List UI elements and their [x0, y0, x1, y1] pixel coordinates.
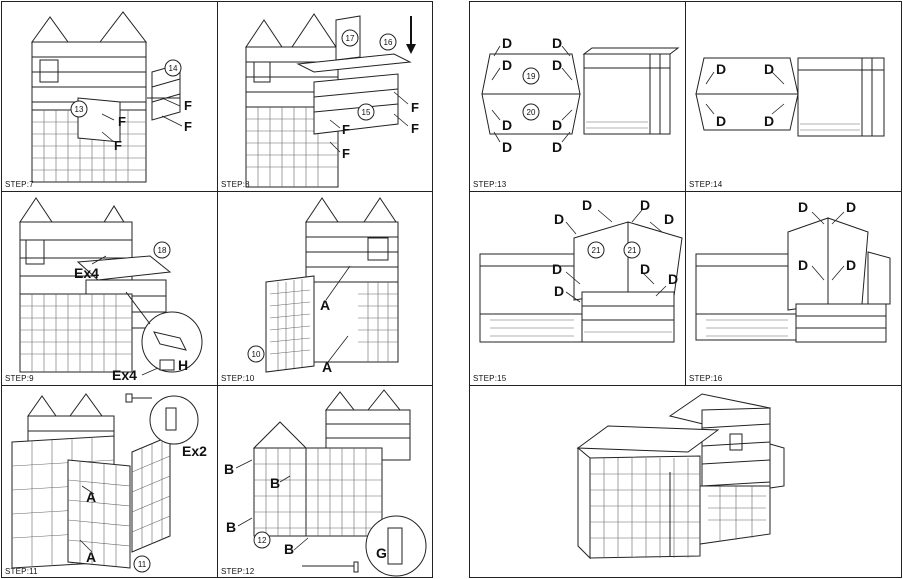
- fastener-label-b: B: [226, 519, 236, 535]
- fastener-label-a: A: [86, 549, 96, 565]
- step-label: STEP:9: [5, 374, 34, 383]
- fastener-label-d: D: [502, 35, 512, 51]
- fastener-label-d: D: [502, 57, 512, 73]
- part-number-12: 12: [258, 536, 267, 545]
- part-number-15: 15: [362, 108, 371, 117]
- step-label: STEP:13: [473, 180, 507, 189]
- step-7-illustration: 14 13 F F F F: [31, 11, 192, 183]
- fastener-label-f: F: [184, 119, 192, 134]
- step-15-panel: 21 21 D D D D D D D D STEP:15: [470, 192, 685, 385]
- step-label: STEP:8: [221, 180, 250, 189]
- fastener-label-d: D: [582, 197, 592, 213]
- step-9-panel: 18 Ex4 Ex4 H STEP:9: [2, 192, 217, 385]
- fastener-label-f: F: [118, 114, 126, 129]
- fastener-label-f: F: [411, 121, 419, 136]
- part-number-10: 10: [252, 350, 261, 359]
- left-sheet-row-divider-2: [2, 385, 432, 386]
- step-10-panel: 10 A A STEP:10: [218, 192, 433, 385]
- fastener-label-d: D: [846, 199, 856, 215]
- fastener-label-b: B: [270, 475, 280, 491]
- step-13-panel: 19 20 D D D D D D D D STEP:13: [470, 2, 685, 191]
- fastener-label-d: D: [552, 117, 562, 133]
- fastener-label-f: F: [411, 100, 419, 115]
- fastener-label-a: A: [320, 297, 330, 313]
- step-11-illustration: 11 A A Ex2: [11, 393, 207, 573]
- part-number-11: 11: [138, 560, 147, 569]
- step-label: STEP:16: [689, 374, 723, 383]
- fastener-label-d: D: [664, 211, 674, 227]
- fastener-label-d: D: [502, 139, 512, 155]
- step-8-illustration: 17 16 15 F F F F: [245, 13, 419, 188]
- fastener-label-d: D: [798, 257, 808, 273]
- part-number-17: 17: [346, 34, 355, 43]
- part-number-16: 16: [384, 38, 393, 47]
- right-sheet-row-divider-2: [470, 385, 901, 386]
- fastener-label-f: F: [342, 146, 350, 161]
- part-number-19: 19: [527, 72, 536, 81]
- part-number-13: 13: [75, 105, 84, 114]
- left-sheet-row-divider-1: [2, 191, 432, 192]
- fastener-label-d: D: [554, 283, 564, 299]
- hardware-label-h: H: [178, 357, 188, 373]
- step-12-illustration: 12 B B B B B G: [224, 389, 427, 577]
- part-number-18: 18: [158, 246, 167, 255]
- step-label: STEP:11: [5, 567, 38, 576]
- final-assembly-illustration: [576, 393, 785, 560]
- fastener-label-a: A: [86, 489, 96, 505]
- fastener-label-d: D: [502, 117, 512, 133]
- right-instruction-sheet: 19 20 D D D D D D D D STEP:13: [469, 1, 902, 578]
- fastener-label-d: D: [552, 261, 562, 277]
- fastener-label-d: D: [552, 139, 562, 155]
- step-12-panel: 12 B B B B B G STEP:12: [218, 386, 433, 578]
- step-label: STEP:7: [5, 180, 34, 189]
- fastener-label-d: D: [764, 61, 774, 77]
- step-14-panel: D D D D STEP:14: [686, 2, 901, 191]
- fastener-label-d: D: [716, 113, 726, 129]
- fastener-label-f: F: [342, 122, 350, 137]
- hardware-label-g: G: [376, 545, 387, 561]
- screw-count-label: Ex4: [74, 265, 99, 281]
- fastener-label-d: D: [846, 257, 856, 273]
- step-11-panel: 11 A A Ex2 STEP:11: [2, 386, 217, 578]
- step-10-illustration: 10 A A: [247, 197, 399, 375]
- part-number-21: 21: [592, 246, 601, 255]
- step-16-illustration: D D D D: [695, 199, 891, 343]
- fastener-label-d: D: [640, 197, 650, 213]
- screw-count-label: Ex2: [182, 443, 207, 459]
- fastener-label-b: B: [224, 461, 234, 477]
- down-arrow-icon: [406, 44, 416, 54]
- fastener-label-d: D: [640, 261, 650, 277]
- fastener-label-f: F: [114, 138, 122, 153]
- fastener-label-f: F: [184, 98, 192, 113]
- step-label: STEP:14: [689, 180, 723, 189]
- fastener-label-b: B: [284, 541, 294, 557]
- step-16-panel: D D D D STEP:16: [686, 192, 901, 385]
- fastener-label-d: D: [716, 61, 726, 77]
- fastener-label-d: D: [552, 35, 562, 51]
- part-number-21: 21: [628, 246, 637, 255]
- step-label: STEP:15: [473, 374, 507, 383]
- step-13-illustration: 19 20 D D D D D D D D: [481, 35, 680, 155]
- fastener-label-d: D: [798, 199, 808, 215]
- fastener-label-a: A: [322, 359, 332, 375]
- screw-count-label: Ex4: [112, 367, 137, 383]
- right-sheet-column-divider: [685, 2, 686, 385]
- step-9-illustration: 18 Ex4 Ex4 H: [19, 197, 203, 383]
- step-label: STEP:12: [221, 567, 255, 576]
- part-number-14: 14: [169, 64, 178, 73]
- step-15-illustration: 21 21 D D D D D D D D: [479, 197, 683, 343]
- step-14-illustration: D D D D: [695, 57, 885, 137]
- part-number-20: 20: [527, 108, 536, 117]
- step-8-panel: 17 16 15 F F F F STEP:8: [218, 2, 433, 191]
- fastener-label-d: D: [764, 113, 774, 129]
- fastener-label-d: D: [554, 211, 564, 227]
- final-assembly-panel: [470, 386, 901, 577]
- fastener-label-d: D: [552, 57, 562, 73]
- step-label: STEP:10: [221, 374, 255, 383]
- left-sheet-column-divider: [217, 2, 218, 577]
- left-instruction-sheet: 14 13 F F F F STEP:7: [1, 1, 433, 578]
- right-sheet-row-divider-1: [470, 191, 901, 192]
- step-7-panel: 14 13 F F F F STEP:7: [2, 2, 217, 191]
- fastener-label-d: D: [668, 271, 678, 287]
